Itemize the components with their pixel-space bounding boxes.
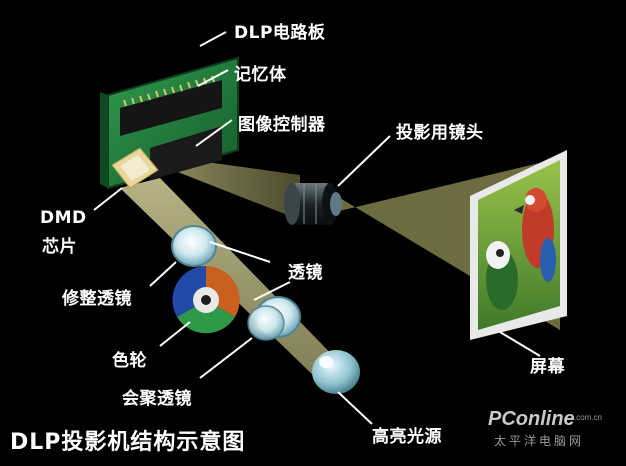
leader-light-source <box>337 391 373 425</box>
label-trim-lens: 修整透镜 <box>62 289 132 309</box>
leader-screen <box>499 331 541 357</box>
light-source-bulb <box>312 350 360 394</box>
label-image-controller: 图像控制器 <box>238 115 326 135</box>
dmd-chip <box>111 147 159 189</box>
label-projection-lens: 投影用镜头 <box>396 123 484 143</box>
watermark-subtitle: 太平洋电脑网 <box>494 434 585 448</box>
label-lens: 透镜 <box>288 263 323 283</box>
label-color-wheel: 色轮 <box>112 351 147 371</box>
leader-dlp-board <box>199 31 227 47</box>
label-dmd-line1: DMD <box>40 208 87 228</box>
condenser-lens <box>247 305 285 341</box>
label-light-source: 高亮光源 <box>372 427 442 447</box>
memory-chip <box>120 75 222 136</box>
label-dlp-board: DLP电路板 <box>234 23 326 43</box>
label-condenser-lens: 会聚透镜 <box>122 389 192 409</box>
label-screen: 屏幕 <box>530 357 565 377</box>
dlp-circuit-board <box>100 56 239 190</box>
leader-relay-lens <box>209 241 271 263</box>
label-dmd-line2: 芯片 <box>42 237 77 257</box>
leader-projection-lens <box>337 135 391 187</box>
leader-color-wheel <box>159 321 191 347</box>
projection-lens <box>284 183 342 225</box>
leader-relay-lens-2 <box>253 281 291 301</box>
leader-condenser-lens <box>199 337 253 379</box>
leader-dmd <box>93 187 123 211</box>
leader-lines <box>93 31 541 425</box>
diagram-caption: DLP投影机结构示意图 <box>10 430 246 455</box>
color-wheel <box>172 266 240 334</box>
watermark-domain: .com.cn <box>574 413 603 422</box>
watermark-brand: PConline <box>488 408 575 430</box>
leader-image-controller <box>195 119 233 147</box>
leader-memory <box>197 69 229 87</box>
label-memory: 记忆体 <box>234 65 287 85</box>
light-beam-upper <box>120 150 300 220</box>
trim-lens <box>171 225 217 267</box>
projection-screen <box>470 150 567 340</box>
leader-trim-lens <box>149 261 177 287</box>
